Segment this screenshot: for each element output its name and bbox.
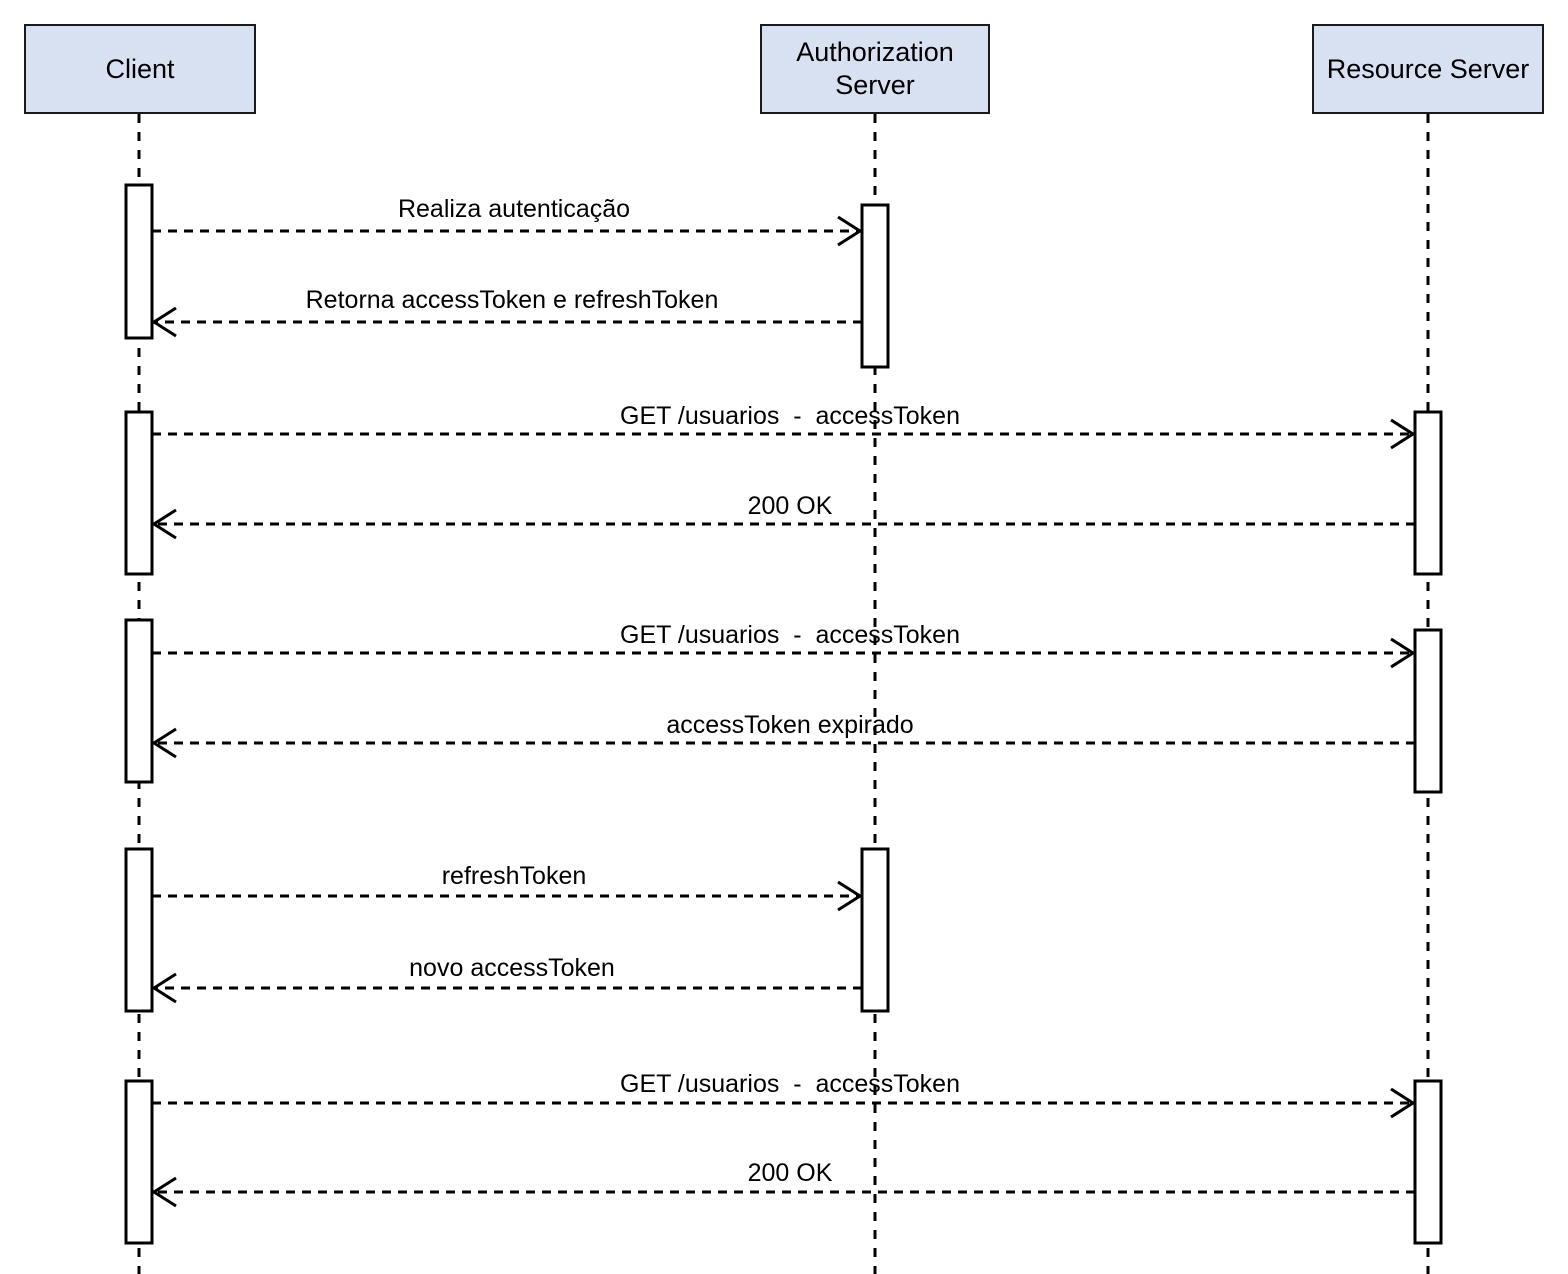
arrowhead-9	[1390, 1087, 1416, 1119]
participant-box-client[interactable]: Client	[24, 24, 256, 114]
message-label-10: 200 OK	[747, 1159, 833, 1187]
activation-bar-resource[interactable]	[1413, 628, 1443, 794]
activation-bar-resource[interactable]	[1413, 410, 1443, 576]
arrowhead-3	[1390, 418, 1416, 450]
participant-label-client: Client	[105, 53, 175, 84]
activation-bar-client[interactable]	[124, 618, 154, 784]
participant-label-auth: Authorization Server	[796, 37, 954, 100]
arrowhead-5	[1390, 637, 1416, 669]
message-label-4: 200 OK	[747, 492, 833, 520]
participant-box-resource[interactable]: Resource Server	[1312, 24, 1544, 114]
message-arrows-group	[151, 215, 1416, 1208]
activation-bars-group	[124, 183, 1443, 1245]
message-label-7: refreshToken	[441, 862, 587, 890]
arrowhead-6	[151, 727, 177, 759]
arrowhead-10	[151, 1176, 177, 1208]
message-label-1: Realiza autenticação	[397, 195, 631, 223]
message-label-6: accessToken expirado	[666, 711, 914, 739]
participant-label-resource: Resource Server	[1326, 53, 1530, 84]
message-label-2: Retorna accessToken e refreshToken	[305, 286, 719, 314]
arrowhead-4	[151, 508, 177, 540]
activation-bar-client[interactable]	[124, 847, 154, 1013]
message-label-3: GET /usuarios - accessToken	[620, 402, 960, 430]
activation-bar-resource[interactable]	[1413, 1079, 1443, 1245]
arrowhead-2	[151, 306, 177, 338]
activation-bar-client[interactable]	[124, 410, 154, 576]
activation-bar-client[interactable]	[124, 1079, 154, 1245]
activation-bar-auth[interactable]	[860, 847, 890, 1013]
activation-bar-auth[interactable]	[860, 203, 890, 369]
activation-bar-client[interactable]	[124, 183, 154, 340]
arrowhead-8	[151, 972, 177, 1004]
message-label-8: novo accessToken	[409, 954, 615, 982]
participant-box-auth[interactable]: Authorization Server	[760, 24, 990, 114]
message-label-5: GET /usuarios - accessToken	[620, 621, 960, 649]
arrowhead-7	[837, 880, 863, 912]
message-label-9: GET /usuarios - accessToken	[620, 1070, 960, 1098]
arrowhead-1	[837, 215, 863, 247]
